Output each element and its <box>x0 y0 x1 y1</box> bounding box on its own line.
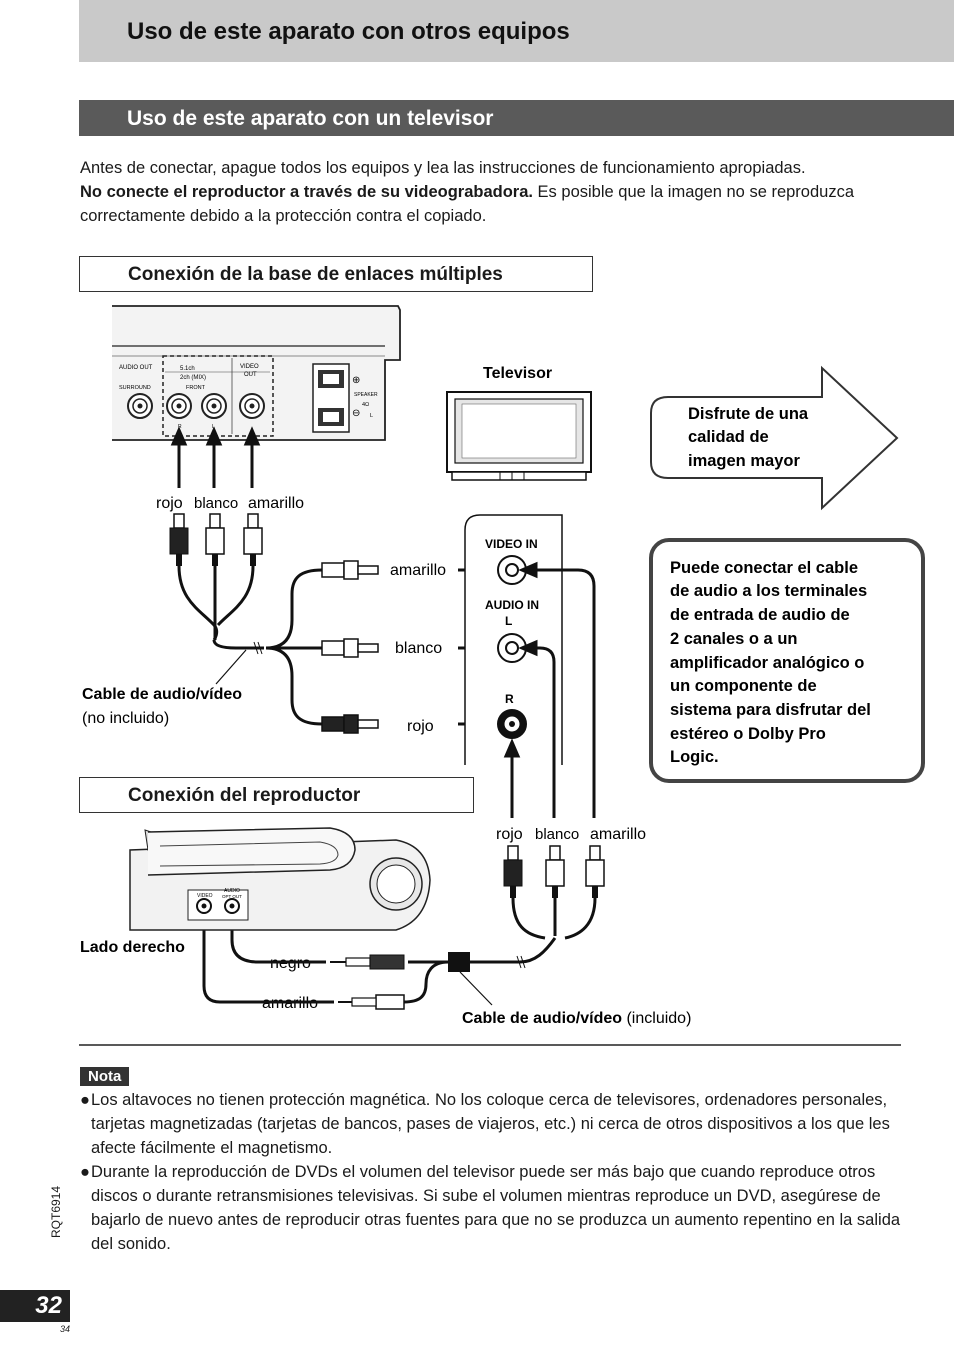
dock-connection-heading: Conexión de la base de enlaces múltiples <box>79 256 593 292</box>
picture-quality-arrow: Disfrute de una calidad de imagen mayor <box>650 365 899 511</box>
player-connection-heading: Conexión del reproductor <box>79 777 474 813</box>
subtitle-bar: Uso de este aparato con un televisor <box>79 100 954 136</box>
television: Televisor VIDEO IN AUDIO IN L R <box>446 365 592 765</box>
tv-rca-plugs <box>321 560 379 734</box>
tv-blanco-label: blanco <box>395 640 442 657</box>
bullet-icon: ● <box>80 1163 90 1181</box>
note-badge: Nota <box>80 1067 130 1086</box>
tv-audio-r-jack <box>497 709 527 739</box>
player-mini-plugs <box>330 954 405 1010</box>
dock-mix-label: 2ch (MIX) <box>180 375 206 381</box>
info-line-9: Logic. <box>670 748 719 766</box>
player-cable-note: (incluido) <box>622 1010 691 1027</box>
arrow-text-1: Disfrute de una <box>688 405 809 423</box>
player-cable-caption: Cable de audio/vídeo (incluido) <box>462 1010 691 1027</box>
model-code: RQT6914 <box>49 1185 63 1238</box>
info-line-4: 2 canales o a un <box>670 630 797 648</box>
speaker-minus: ⊖ <box>352 408 360 419</box>
arrow-text-3: imagen mayor <box>688 452 800 470</box>
info-line-7: sistema para disfrutar del <box>670 701 871 719</box>
av-cable-player <box>403 897 597 1004</box>
dock-video-label: VIDEO <box>240 364 259 370</box>
dock-cable-label: Cable de audio/vídeo <box>82 686 242 703</box>
player-cable-label: Cable de audio/vídeo <box>462 1010 622 1027</box>
dock-plug-rojo-label: rojo <box>156 495 183 512</box>
intro-rest: Es posible que la imagen no se reproduzc… <box>80 183 855 225</box>
info-line-6: un componente de <box>670 677 817 695</box>
audio-info-box: Puede conectar el cable de audio a los t… <box>649 538 925 783</box>
info-line-8: estéreo o Dolby Pro <box>670 725 826 743</box>
dock-jack-surround <box>127 393 153 419</box>
dock-plug-amarillo-label: amarillo <box>248 495 304 512</box>
dock-plug-blanco-label: blanco <box>194 495 238 512</box>
player-connection-title: Conexión del reproductor <box>128 785 361 806</box>
dock-cable-note: (no incluido) <box>82 710 169 727</box>
tv-rojo-label: rojo <box>407 718 434 735</box>
dock-panel: AUDIO OUT SURROUND 5.1ch 2ch (MIX) FRONT… <box>112 305 401 441</box>
intro-paragraph: Antes de conectar, apague todos los equi… <box>80 156 910 228</box>
player-video-jack <box>196 898 212 914</box>
note-text: Durante la reproducción de DVDs el volum… <box>91 1163 901 1253</box>
info-line-3: de entrada de audio de <box>670 606 850 624</box>
dock-arrows <box>170 426 261 488</box>
player-rca-plugs <box>503 845 605 898</box>
note-item: ●Los altavoces no tienen protección magn… <box>80 1088 910 1160</box>
dock-l-label: L <box>212 424 215 430</box>
player-video-jack-label: VIDEO <box>197 893 213 899</box>
dock-rca-plugs <box>169 513 263 566</box>
player-body: VIDEO AUDIO OPT OUT <box>129 827 431 931</box>
player-optout-label: OPT OUT <box>222 894 242 899</box>
dock-jack-front-r <box>166 393 192 419</box>
intro-line: Antes de conectar, apague todos los equi… <box>80 159 806 177</box>
speaker-label: SPEAKER <box>354 392 378 398</box>
info-line-5: amplificador analógico o <box>670 654 864 672</box>
info-line-2: de audio a los terminales <box>670 582 867 600</box>
dock-out-label: OUT <box>244 372 257 378</box>
speaker-plus: ⊕ <box>352 375 360 386</box>
player-plug-rojo-label: rojo <box>496 826 523 843</box>
dock-connection-title: Conexión de la base de enlaces múltiples <box>128 264 503 285</box>
intro-warning: No conecte el reproductor a través de su… <box>80 183 533 201</box>
note-text: Los altavoces no tienen protección magné… <box>91 1091 890 1157</box>
player-to-tv-arrows <box>503 561 596 818</box>
tv-amarillo-label: amarillo <box>390 562 446 579</box>
dock-r-label: R <box>178 424 182 430</box>
dock-front-label: FRONT <box>186 385 206 391</box>
tv-audio-l-label: L <box>505 614 512 628</box>
player-plug-amarillo-label: amarillo <box>590 826 646 843</box>
tv-audio-r-label: R <box>505 692 514 706</box>
player-audio-jack-label: AUDIO <box>224 888 240 894</box>
bullet-icon: ● <box>80 1091 90 1109</box>
dock-audio-out-label: AUDIO OUT <box>119 365 153 371</box>
side-label: Lado derecho <box>80 939 185 956</box>
tv-label: Televisor <box>483 365 552 382</box>
dock-surround-label: SURROUND <box>119 385 151 391</box>
dock-jack-video-out <box>239 393 265 419</box>
page-number: 32 <box>0 1290 70 1322</box>
player-audio-jack <box>224 898 240 914</box>
section-title: Uso de este aparato con un televisor <box>127 107 494 130</box>
tv-video-in-label: VIDEO IN <box>485 537 538 551</box>
note-item: ●Durante la reproducción de DVDs el volu… <box>80 1160 910 1256</box>
notes-list: ●Los altavoces no tienen protección magn… <box>80 1088 910 1256</box>
page-title: Uso de este aparato con otros equipos <box>127 18 570 45</box>
av-cable-dock <box>177 565 323 726</box>
tv-audio-in-label: AUDIO IN <box>485 598 539 612</box>
speaker-ohm: 4Ω <box>362 402 369 408</box>
small-page-number: 34 <box>60 1324 71 1334</box>
dock-jack-front-l <box>201 393 227 419</box>
player-plug-blanco-label: blanco <box>535 826 579 843</box>
dock-51ch-label: 5.1ch <box>180 366 195 372</box>
speaker-l: L <box>370 413 373 419</box>
connection-diagram: AUDIO OUT SURROUND 5.1ch 2ch (MIX) FRONT… <box>79 305 925 1046</box>
arrow-text-2: calidad de <box>688 428 769 446</box>
info-line-1: Puede conectar el cable <box>670 559 858 577</box>
cable-ferrite-core <box>448 952 470 972</box>
player-jack-arrows <box>202 918 334 1004</box>
title-bar: Uso de este aparato con otros equipos <box>79 0 954 62</box>
